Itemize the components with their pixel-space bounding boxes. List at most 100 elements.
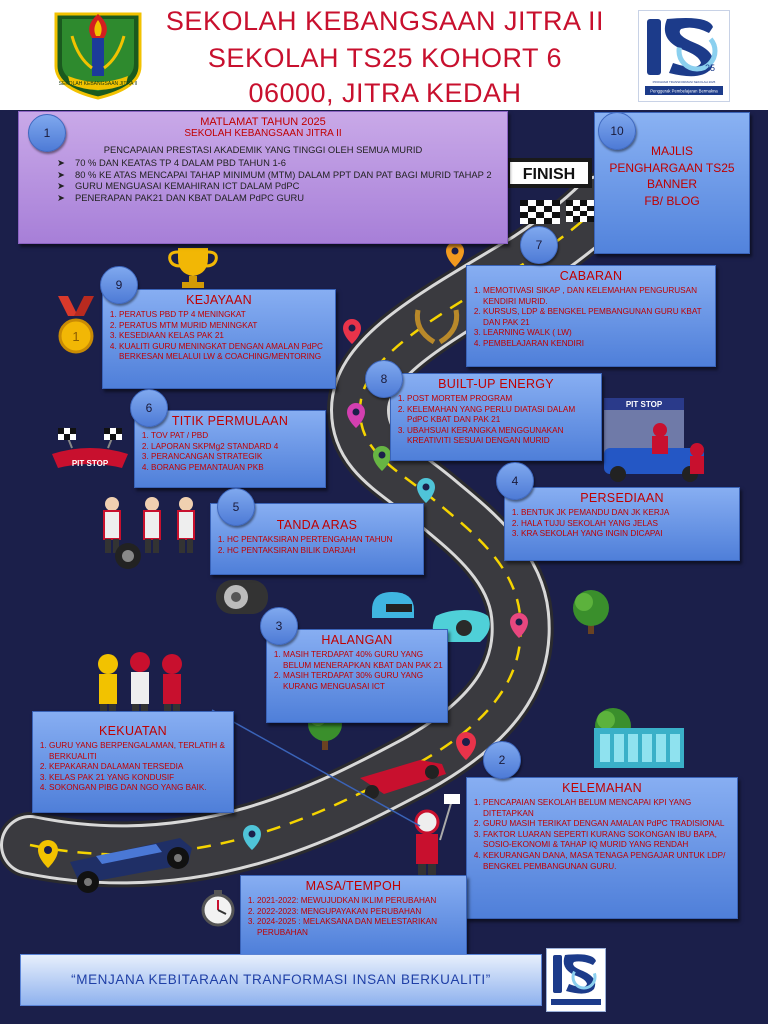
halangan-item: MASIH TERDAPAT 30% GURU YANG KURANG MENG… xyxy=(283,671,443,692)
poster-background: FINISH xyxy=(0,110,768,1024)
goal-statement: PENCAPAIAN PRESTASI AKADEMIK YANG TINGGI… xyxy=(103,144,423,155)
persediaan-title: PERSEDIAAN xyxy=(580,491,664,505)
kekuatan-item: KEPAKARAN DALAMAN TERSEDIA xyxy=(49,762,229,773)
masa-item: 2021-2022: MEWUJUDKAN IKLIM PERUBAHAN xyxy=(257,896,462,907)
school-crest-icon: SEKOLAH KEBANGSAAN JITRA II xyxy=(54,12,142,100)
title-line-1: SEKOLAH KEBANGSAAN JITRA II xyxy=(165,6,605,36)
built-up-title: BUILT-UP ENERGY xyxy=(438,377,554,391)
step-badge-6: 6 xyxy=(130,389,168,427)
titik-permulaan-title: TITIK PERMULAAN xyxy=(171,414,289,428)
finish-banner: FINISH xyxy=(506,158,592,188)
masa-list: 2021-2022: MEWUJUDKAN IKLIM PERUBAHAN 20… xyxy=(241,896,466,938)
kejayaan-item: PERATUS MTM MURID MENINGKAT xyxy=(119,321,331,332)
step-badge-1: 1 xyxy=(28,114,66,152)
halangan-title: HALANGAN xyxy=(321,633,393,647)
medal-icon: 1 xyxy=(58,296,94,354)
persediaan-list: BENTUK JK PEMANDU DAN JK KERJA HALA TUJU… xyxy=(505,508,739,540)
built-up-energy-panel: BUILT-UP ENERGY POST MORTEM PROGRAM KELE… xyxy=(390,373,602,461)
halangan-item: MASIH TERDAPAT 40% GURU YANG BELUM MENER… xyxy=(283,650,443,671)
kekuatan-panel: KEKUATAN GURU YANG BERPENGALAMAN, TERLAT… xyxy=(32,711,234,813)
ts25-logo-caption1: PROGRAM TRANSFORMASI SEKOLAH 2025 xyxy=(653,80,716,84)
step-badge-5: 5 xyxy=(217,488,255,526)
step-badge-7: 7 xyxy=(520,226,558,264)
cabaran-item: LEARNING WALK ( LW) xyxy=(483,328,711,339)
majlis-panel: MAJLIS PENGHARGAAN TS25 BANNER FB/ BLOG xyxy=(594,112,750,254)
persediaan-item: KRA SEKOLAH YANG INGIN DICAPAI xyxy=(521,529,735,540)
arrow-bullet-icon: ➤ xyxy=(57,168,65,180)
majlis-line: MAJLIS xyxy=(650,144,693,158)
kejayaan-item: PERATUS PBD TP 4 MENINGKAT xyxy=(119,310,331,321)
masa-item: 2024-2025 : MELAKSANA DAN MELESTARIKAN P… xyxy=(257,917,462,938)
goal-title: MATLAMAT TAHUN 2025 xyxy=(200,116,326,128)
cabaran-item: PEMBELAJARAN KENDIRI xyxy=(483,339,711,350)
majlis-line: PENGHARGAAN TS25 xyxy=(609,160,735,175)
cabaran-title: CABARAN xyxy=(559,269,623,283)
built-up-item: POST MORTEM PROGRAM xyxy=(407,394,597,405)
pit-stop-left: PIT STOP xyxy=(52,427,128,468)
step-badge-4: 4 xyxy=(496,462,534,500)
arrow-bullet-icon: ➤ xyxy=(57,157,65,168)
race-car-blue-icon xyxy=(70,838,192,893)
titik-permulaan-list: TOV PAT / PBD LAPORAN SKPMg2 STANDARD 4 … xyxy=(135,431,325,473)
majlis-line: BANNER xyxy=(646,177,697,191)
persediaan-item: BENTUK JK PEMANDU DAN JK KERJA xyxy=(521,508,735,519)
step-badge-10: 10 xyxy=(598,112,636,150)
goal-item: ➤GURU MENGUASAI KEMAHIRAN ICT DALAM PdPC xyxy=(57,180,300,192)
majlis-line: FB/ BLOG xyxy=(644,193,700,208)
kelemahan-panel: KELEMAHAN PENCAPAIAN SEKOLAH BELUM MENCA… xyxy=(466,777,738,919)
title-line-3: 06000, JITRA KEDAH xyxy=(248,78,522,108)
kekuatan-item: KELAS PAK 21 YANG KONDUSIF xyxy=(49,773,229,784)
ts25-logo-caption2: Penggerak Pembelajaran Bermakna xyxy=(650,89,718,94)
kelemahan-item: FAKTOR LUARAN SEPERTI KURANG SOKONGAN IB… xyxy=(483,830,733,851)
built-up-item: UBAHSUAI KERANGKA MENGGUNAKAN KREATIVITI… xyxy=(407,426,597,447)
titik-permulaan-item: BORANG PEMANTAUAN PKB xyxy=(151,463,321,474)
kelemahan-item: GURU MASIH TERIKAT DENGAN AMALAN PdPC TR… xyxy=(483,819,733,830)
masa-title: MASA/TEMPOH xyxy=(305,879,402,893)
pit-crew-icon xyxy=(103,497,195,569)
kejayaan-panel: KEJAYAAN PERATUS PBD TP 4 MENINGKAT PERA… xyxy=(102,289,336,389)
step-badge-8: 8 xyxy=(365,360,403,398)
tanda-aras-item: HC PENTAKSIRAN PERTENGAHAN TAHUN xyxy=(227,535,419,546)
header: SEKOLAH KEBANGSAAN JITRA II SEKOLAH KEBA… xyxy=(0,0,768,110)
masa-tempoh-panel: MASA/TEMPOH 2021-2022: MEWUJUDKAN IKLIM … xyxy=(240,875,467,955)
kejayaan-item: KESEDIAAN KELAS PAK 21 xyxy=(119,331,331,342)
goal-panel: MATLAMAT TAHUN 2025 SEKOLAH KEBANGSAAN J… xyxy=(18,111,508,244)
kelemahan-item: PENCAPAIAN SEKOLAH BELUM MENCAPAI KPI YA… xyxy=(483,798,733,819)
laurel-icon xyxy=(414,309,460,345)
cabaran-list: MEMOTIVASI SIKAP , DAN KELEMAHAN PENGURU… xyxy=(467,286,715,350)
kejayaan-title: KEJAYAAN xyxy=(186,293,252,307)
svg-text:1: 1 xyxy=(72,329,79,344)
built-up-list: POST MORTEM PROGRAM KELEMAHAN YANG PERLU… xyxy=(391,394,601,447)
location-pin-icon xyxy=(38,242,528,868)
titik-permulaan-item: PERANCANGAN STRATEGIK xyxy=(151,452,321,463)
titik-permulaan-panel: TITIK PERMULAAN TOV PAT / PBD LAPORAN SK… xyxy=(134,410,326,488)
tanda-aras-item: HC PENTAKSIRAN BILIK DARJAH xyxy=(227,546,419,557)
pit-stop-left-text: PIT STOP xyxy=(72,459,109,468)
pit-stop-garage: PIT STOP xyxy=(604,398,704,482)
school-logo-text: SEKOLAH KEBANGSAAN JITRA II xyxy=(59,81,138,87)
svg-text:25: 25 xyxy=(705,63,715,73)
kekuatan-list: GURU YANG BERPENGALAMAN, TERLATIH & BERK… xyxy=(33,741,233,794)
step-badge-9: 9 xyxy=(100,266,138,304)
finish-sign-text: FINISH xyxy=(523,166,575,183)
tire-icon xyxy=(216,580,268,614)
step-badge-3: 3 xyxy=(260,607,298,645)
arrow-bullet-icon: ➤ xyxy=(57,191,65,203)
cabaran-panel: CABARAN MEMOTIVASI SIKAP , DAN KELEMAHAN… xyxy=(466,265,716,367)
ts25-footer-logo-icon xyxy=(546,948,606,1012)
kejayaan-item: KUALITI GURU MENINGKAT DENGAN AMALAN PdP… xyxy=(119,342,331,363)
ts25-logo-icon: 25 PROGRAM TRANSFORMASI SEKOLAH 2025 Pen… xyxy=(638,10,730,102)
pit-stop-garage-text: PIT STOP xyxy=(626,400,663,409)
persediaan-panel: PERSEDIAAN BENTUK JK PEMANDU DAN JK KERJ… xyxy=(504,487,740,561)
tanda-aras-title: TANDA ARAS xyxy=(276,518,358,532)
trophy-icon xyxy=(168,248,218,288)
cabaran-item: MEMOTIVASI SIKAP , DAN KELEMAHAN PENGURU… xyxy=(483,286,711,307)
kejayaan-list: PERATUS PBD TP 4 MENINGKAT PERATUS MTM M… xyxy=(103,310,335,363)
goal-item: ➤PENERAPAN PAK21 DAN KBAT DALAM PdPC GUR… xyxy=(57,191,305,203)
flag-marshal-icon xyxy=(211,709,460,876)
masa-item: 2022-2023: MENGUPAYAKAN PERUBAHAN xyxy=(257,907,462,918)
cabaran-item: KURSUS, LDP & BENGKEL PEMBANGUNAN GURU K… xyxy=(483,307,711,328)
halangan-list: MASIH TERDAPAT 40% GURU YANG BELUM MENER… xyxy=(267,650,447,692)
motto-banner: “MENJANA KEBITARAAN TRANFORMASI INSAN BE… xyxy=(20,954,542,1006)
kekuatan-item: GURU YANG BERPENGALAMAN, TERLATIH & BERK… xyxy=(49,741,229,762)
